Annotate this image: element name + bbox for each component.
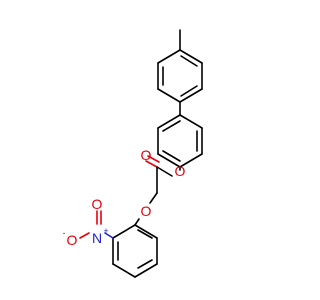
atom-ester-oxygen: O [175,163,186,179]
molecule-diagram: O O O N + O - O [63,29,203,278]
bond-o-aryl [134,218,140,226]
bond-ring1-inner [180,55,198,67]
bond-c-o-double [147,155,160,163]
bond-ch2-o [149,192,158,204]
bond-ring2 [179,114,203,129]
nitro-oxygen-charge: - [63,228,66,238]
bond-ring2 [179,153,203,168]
bond-ring3 [134,224,158,239]
atom-labels: O O O N + O - O [63,147,186,248]
bond-ring3-inner [137,259,153,269]
atom-carbonyl-oxygen: O [141,147,152,163]
bonds [79,29,203,278]
bond-ring-n [104,232,114,239]
bond-ring3 [134,263,158,278]
bond-o-carbonyl [156,166,173,177]
atom-nitro-nitrogen: N [92,230,102,246]
bond-ring2-inner [162,120,181,132]
bond-ring1 [157,88,181,103]
bond-ring2-inner [162,150,181,162]
bond-ring2 [157,114,181,129]
bond-ring1 [179,49,203,64]
bond-n-o [79,232,90,239]
bond-ring3 [112,224,136,239]
atom-nitro-oxygen: O [67,232,78,248]
bond-ring1 [157,49,181,64]
bond-c-o-double [145,160,158,168]
bond-ring1 [179,88,203,103]
nitro-nitrogen-charge: + [103,226,108,236]
atom-nitro-oxygen-double: O [92,196,103,212]
bond-ring3 [112,263,136,278]
bond-ring2 [157,153,181,168]
bond-ring1-inner [180,85,198,97]
bond-ring3-inner [137,229,153,239]
atom-ether-oxygen: O [141,203,152,219]
